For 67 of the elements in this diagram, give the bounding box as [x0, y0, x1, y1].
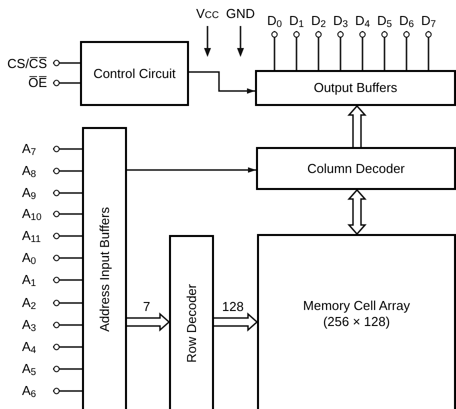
pin-line: [337, 31, 344, 70]
bus-arrow: [126, 312, 170, 332]
pin-label: A$_{10}$: [22, 206, 42, 222]
edge-label: 7: [143, 300, 150, 314]
block-label: Address Input Buffers: [96, 206, 112, 332]
pin-label: D$_{4}$: [355, 13, 370, 29]
pin-label: O̅E̅: [28, 74, 47, 90]
block-box: [256, 147, 456, 190]
pin-label: A$_{3}$: [22, 317, 36, 333]
pin-label: A$_{7}$: [22, 141, 36, 157]
block-label: Output Buffers: [314, 80, 398, 96]
pin-label: D$_{6}$: [399, 13, 414, 29]
pin-label: A$_{1}$: [22, 272, 36, 288]
pin-label: A$_{11}$: [22, 228, 41, 244]
pin-line: [53, 322, 82, 328]
pin-label: A$_{2}$: [22, 295, 36, 311]
block-label: (256 × 128): [323, 314, 390, 330]
bus-arrow: [347, 188, 367, 236]
block-label: Row Decoder: [184, 284, 200, 362]
block-box: [257, 234, 456, 409]
pin-line: [53, 190, 82, 196]
pin-label: A$_{5}$: [22, 361, 36, 377]
block-box: [169, 235, 214, 409]
pin-line: [53, 168, 82, 174]
pin-label: CS/C̅S̅: [7, 56, 47, 72]
pin-label: A$_{9}$: [22, 185, 36, 201]
pin-line: [53, 60, 80, 66]
block-box: [255, 70, 456, 106]
edge-label: 128: [222, 300, 244, 314]
supply-label: V$_{CC}$: [195, 5, 220, 24]
pin-label: A$_{6}$: [22, 383, 36, 399]
pin-label: A$_{0}$: [22, 250, 36, 266]
pin-label: A$_{8}$: [22, 163, 36, 179]
block-box: [80, 41, 189, 106]
pin-line: [403, 31, 410, 70]
pin-line: [381, 31, 388, 70]
pin-label: D$_{5}$: [377, 13, 392, 29]
pin-line: [293, 31, 300, 70]
bus-arrow: [347, 104, 367, 148]
block-label: Control Circuit: [93, 66, 176, 82]
pin-line: [425, 31, 432, 70]
pin-line: [53, 388, 82, 394]
pin-line: [53, 254, 82, 262]
supply-label: GND: [225, 5, 256, 23]
pin-line: [53, 300, 82, 306]
pin-line: [315, 31, 322, 70]
pin-line: [271, 31, 278, 70]
pin-line: [53, 232, 82, 240]
pin-label: D$_{0}$: [267, 13, 282, 29]
pin-line: [53, 366, 82, 372]
pin-label: D$_{7}$: [421, 13, 436, 29]
arrow: [127, 167, 256, 173]
bus-arrow: [213, 312, 258, 332]
pin-label: D$_{2}$: [311, 13, 326, 29]
pin-label: A$_{4}$: [22, 339, 36, 355]
pin-line: [53, 344, 82, 350]
pin-line: [53, 210, 82, 218]
block-box: [82, 127, 127, 409]
pin-line: [53, 276, 82, 284]
block-label: Column Decoder: [307, 160, 405, 176]
pin-label: D$_{3}$: [333, 13, 348, 29]
pin-line: [53, 80, 80, 86]
pin-line: [359, 31, 366, 70]
arrow: [189, 71, 255, 94]
pin-label: D$_{1}$: [289, 13, 304, 29]
pin-line: [53, 146, 82, 152]
block-label: Memory Cell Array: [303, 298, 410, 314]
